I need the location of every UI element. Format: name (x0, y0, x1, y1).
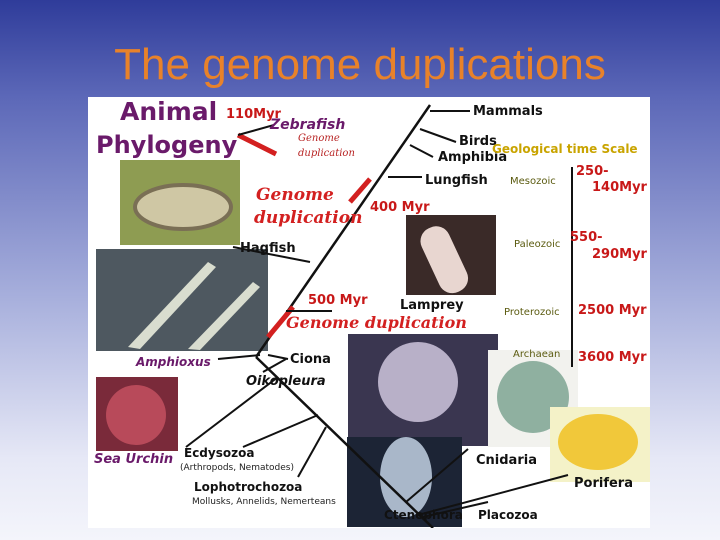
branch-amphibia (409, 144, 434, 158)
era-proterozoic-range: 2500 Myr (578, 303, 647, 318)
label-porifera: Porifera (574, 476, 633, 491)
label-genome-dup-small-2: duplication (298, 148, 355, 159)
era-archaean: Archaean (513, 349, 561, 360)
label-hagfish: Hagfish (240, 241, 296, 256)
tree-trunk-lower (255, 356, 434, 528)
era-mesozoic: Mesozoic (510, 176, 556, 187)
figure-heading-line2: Phylogeny (96, 131, 238, 159)
label-amphibia: Amphibia (438, 150, 508, 165)
figure-heading-line1: Animal (120, 97, 218, 126)
era-proterozoic: Proterozoic (504, 307, 560, 318)
timescale-title: Geological time Scale (492, 142, 638, 156)
label-oikopleura: Oikopleura (246, 374, 326, 389)
label-mammals: Mammals (473, 104, 543, 119)
branch-lophotrochozoa (297, 426, 327, 478)
branch-zebrafish (237, 124, 275, 136)
label-ecdysozoa: Ecdysozoa (184, 446, 255, 460)
branch-ciona (267, 354, 289, 360)
branch-sea-urchin (185, 376, 279, 448)
era-mesozoic-range-top: 250- (576, 164, 609, 179)
photo-ciona-body (378, 342, 458, 422)
label-sea-urchin: Sea Urchin (94, 452, 174, 467)
label-zebrafish: Zebrafish (270, 117, 346, 133)
label-lophotrochozoa-sub: Mollusks, Annelids, Nemerteans (192, 497, 336, 507)
photo-lamprey-body (420, 226, 469, 294)
branch-ecdysozoa (242, 414, 319, 448)
photo-hagfish-body (133, 183, 233, 231)
genome-dup-segment-upper (236, 132, 278, 157)
label-ecdysozoa-sub: (Arthropods, Nematodes) (180, 463, 294, 473)
label-genome-dup-low: Genome duplication (286, 313, 467, 332)
era-archaean-range: 3600 Myr (578, 350, 647, 365)
label-amphioxus: Amphioxus (136, 355, 211, 369)
branch-amphioxus (217, 354, 261, 360)
genome-dup-segment-mid (348, 177, 372, 204)
era-mesozoic-range-bottom: 140Myr (592, 180, 647, 195)
label-lophotrochozoa: Lophotrochozoa (194, 480, 303, 494)
label-lamprey: Lamprey (400, 298, 464, 313)
label-placozoa: Placozoa (478, 508, 538, 522)
photo-sea-urchin-spines (106, 385, 166, 445)
era-paleozoic-range-top: 550- (570, 230, 603, 245)
label-birds: Birds (459, 134, 497, 149)
label-500myr: 500 Myr (308, 293, 368, 308)
label-genome-dup-mid-1: Genome (256, 185, 334, 205)
branch-placozoa (422, 501, 489, 518)
photo-amphioxus-body-2 (188, 282, 260, 350)
branch-cnidaria (405, 448, 469, 503)
photo-ctenophora-body (380, 437, 432, 517)
branch-porifera (417, 474, 569, 516)
label-400myr: 400 Myr (370, 200, 430, 215)
branch-birds (419, 128, 457, 143)
era-paleozoic-range-bottom: 290Myr (592, 247, 647, 262)
photo-porifera-sponge (558, 414, 638, 470)
era-paleozoic: Paleozoic (514, 239, 561, 250)
label-genome-dup-small-1: Genome (298, 133, 340, 144)
label-genome-dup-mid-2: duplication (254, 208, 363, 228)
label-lungfish: Lungfish (425, 173, 488, 188)
label-cnidaria: Cnidaria (476, 453, 537, 468)
label-ciona: Ciona (290, 352, 331, 367)
species-photos (96, 160, 650, 527)
label-110myr: 110Myr (226, 107, 281, 122)
phylogeny-tree-lines (96, 104, 650, 528)
label-ctenophora: Ctenophora (384, 508, 463, 522)
slide-title: The genome duplications (114, 40, 606, 89)
branch-hagfish (232, 246, 311, 263)
phylogeny-figure: Animal Phylogeny 110Myr Zebrafish Genome… (88, 97, 650, 528)
branch-oikopleura (262, 358, 287, 373)
photo-amphioxus-body (128, 262, 216, 349)
